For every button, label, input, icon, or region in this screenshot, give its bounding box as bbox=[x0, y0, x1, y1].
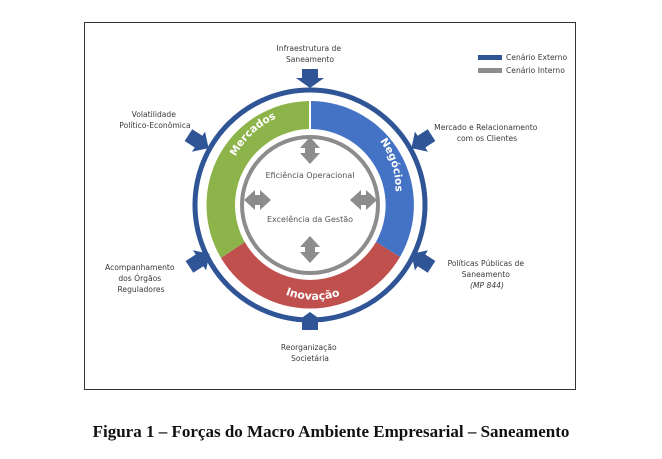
external-arrow-bottom-left bbox=[185, 250, 210, 273]
segment-inovacao bbox=[221, 242, 400, 309]
internal-arrow-right bbox=[350, 190, 377, 210]
force-label-bottom-left: Acompanhamento dos Órgãos Reguladores bbox=[105, 263, 177, 294]
force-label-bottom-right: Políticas Públicas de Saneamento (MP 844… bbox=[448, 259, 527, 290]
legend-external-label: Cenário Externo bbox=[506, 53, 567, 62]
force-label-top: Infraestrutura de Saneamento bbox=[277, 44, 344, 64]
legend: Cenário Externo Cenário Interno bbox=[478, 53, 567, 75]
segment-negocios bbox=[311, 101, 414, 257]
external-arrow-top-left bbox=[184, 129, 209, 152]
external-arrow-bottom-right bbox=[411, 250, 436, 273]
segment-mercados bbox=[206, 101, 309, 258]
internal-arrow-top bbox=[300, 137, 320, 164]
force-label-top-right: Mercado e Relacionamento com os Clientes bbox=[434, 123, 540, 143]
force-label-top-left: Volatilidade Político-Econômica bbox=[119, 110, 190, 130]
external-arrow-top-right bbox=[411, 129, 436, 152]
inner-area bbox=[235, 130, 385, 280]
legend-internal-label: Cenário Interno bbox=[506, 66, 565, 75]
inner-label-eficiencia: Eficiência Operacional bbox=[266, 170, 355, 180]
inner-label-excelencia: Excelência da Gestão bbox=[267, 214, 353, 224]
figure-caption: Figura 1 – Forças do Macro Ambiente Empr… bbox=[92, 422, 570, 441]
external-arrow-top bbox=[296, 69, 324, 88]
force-label-bottom: Reorganização Societária bbox=[281, 343, 339, 363]
legend-external-swatch bbox=[478, 55, 502, 60]
external-arrow-bottom bbox=[296, 312, 324, 330]
segment-label-inovacao: Inovação bbox=[284, 285, 341, 303]
internal-arrow-left bbox=[244, 190, 271, 210]
legend-internal-swatch bbox=[478, 68, 502, 73]
internal-arrow-bottom bbox=[300, 236, 320, 263]
